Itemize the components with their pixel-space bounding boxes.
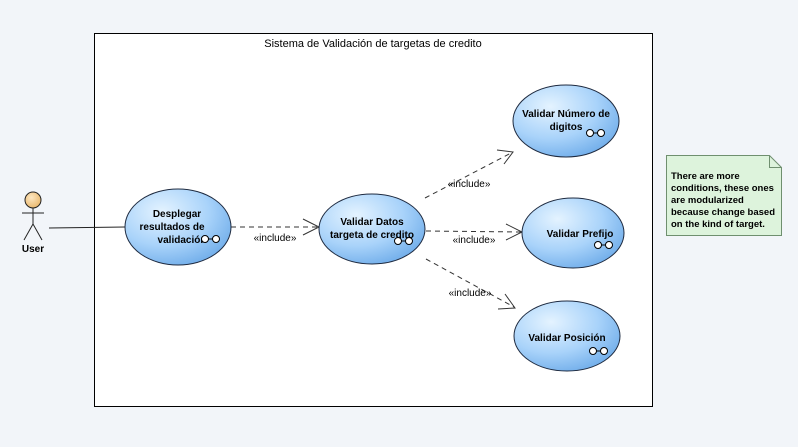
include-label-2: «include» <box>448 179 491 190</box>
note-line: There are more <box>671 171 740 182</box>
composite-icon <box>594 241 613 249</box>
usecase-desplegar-resultados[interactable]: Desplegar resultados de validación <box>124 188 232 266</box>
include-label-4: «include» <box>449 288 492 299</box>
note-line: are modularized <box>671 195 744 206</box>
usecase-label: Validar Número de <box>522 109 610 120</box>
usecase-label: digitos <box>550 122 583 133</box>
note-line: conditions, these ones <box>671 183 774 194</box>
actor-user[interactable]: User <box>22 191 44 255</box>
usecase-label: Validar Posición <box>528 333 605 344</box>
composite-icon <box>586 129 605 137</box>
include-label-1: «include» <box>254 233 297 244</box>
include-label-3: «include» <box>453 235 496 246</box>
usecase-label: targeta de credito <box>330 230 414 241</box>
composite-icon <box>589 347 608 355</box>
note[interactable]: There are more conditions, these ones ar… <box>666 155 782 236</box>
include-arrow-datos-posicion[interactable] <box>425 258 516 310</box>
usecase-label: resultados de <box>139 222 204 233</box>
composite-icon <box>394 237 413 245</box>
usecase-label: Desplegar <box>153 209 201 220</box>
system-title: Sistema de Validación de targetas de cre… <box>264 38 481 50</box>
usecase-validar-datos[interactable]: Validar Datos targeta de credito <box>318 193 426 265</box>
association-line[interactable] <box>48 226 126 229</box>
actor-label: User <box>22 244 44 255</box>
usecase-validar-numero[interactable]: Validar Número de digitos <box>512 84 620 158</box>
usecase-label: validación <box>158 235 207 246</box>
usecase-validar-prefijo[interactable]: Validar Prefijo <box>521 197 625 269</box>
note-line: on the kind of target. <box>671 219 765 230</box>
usecase-label: Validar Datos <box>340 217 404 228</box>
usecase-label: Validar Prefijo <box>547 229 614 240</box>
usecase-validar-posicion[interactable]: Validar Posición <box>513 300 621 372</box>
note-line: because change based <box>671 207 775 218</box>
composite-icon <box>201 235 220 243</box>
include-arrow-datos-numero[interactable] <box>424 149 514 199</box>
actor-head <box>24 191 42 209</box>
